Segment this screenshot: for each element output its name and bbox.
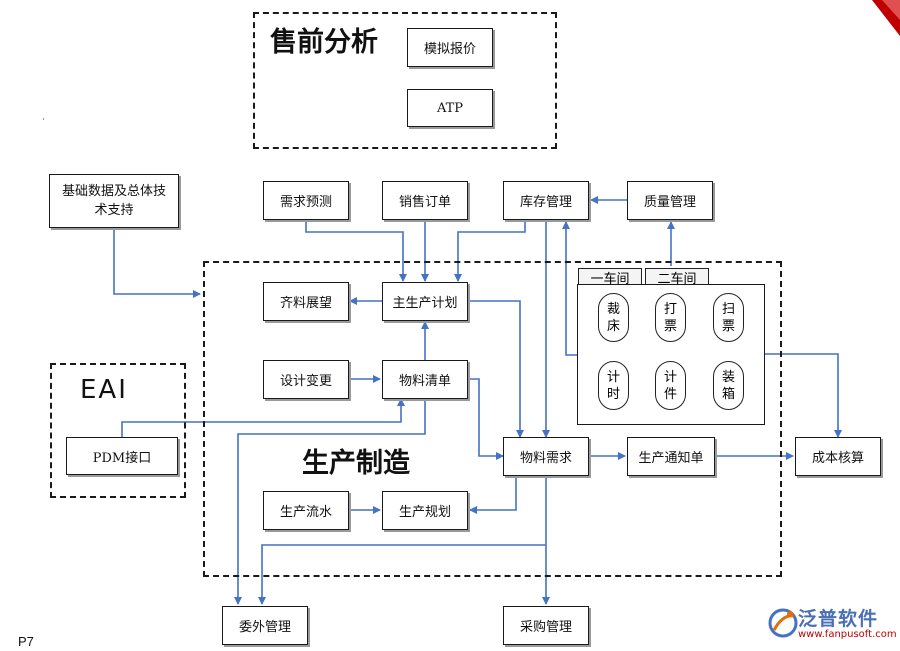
sales-order-box[interactable]: 销售订单: [382, 181, 468, 220]
tab-workshop-2[interactable]: 二车间: [645, 268, 709, 287]
outsourcing-box[interactable]: 委外管理: [222, 606, 308, 645]
mps-box[interactable]: 主生产计划: [382, 282, 468, 321]
production-region: [203, 261, 782, 577]
purchasing-box[interactable]: 采购管理: [503, 606, 589, 645]
station-packing[interactable]: 装箱: [713, 361, 744, 410]
pdm-interface-box[interactable]: PDM接口: [66, 437, 178, 475]
basic-data-box[interactable]: 基础数据及总体技术支持: [49, 174, 179, 228]
brand-logo-icon: [768, 608, 798, 638]
production-planning-box[interactable]: 生产规划: [382, 491, 468, 530]
station-piece-count[interactable]: 计件: [655, 361, 686, 410]
inventory-box[interactable]: 库存管理: [503, 181, 589, 220]
bom-box[interactable]: 物料清单: [382, 360, 468, 399]
brand-logo-url: www.fanpusoft.com: [798, 629, 897, 640]
material-requirement-box[interactable]: 物料需求: [503, 437, 589, 476]
quality-box[interactable]: 质量管理: [627, 181, 713, 220]
production-title: 生产制造: [302, 448, 410, 479]
station-ticket-print[interactable]: 打票: [655, 293, 686, 342]
corner-decoration: [872, 0, 900, 36]
tab-workshop-1[interactable]: 一车间: [578, 268, 642, 287]
design-change-box[interactable]: 设计变更: [263, 360, 349, 399]
presales-title: 售前分析: [270, 27, 378, 58]
eai-title: EAI: [80, 375, 128, 405]
station-time-count[interactable]: 计时: [598, 361, 629, 410]
production-notice-box[interactable]: 生产通知单: [627, 437, 715, 476]
brand-logo[interactable]: 泛普软件 www.fanpusoft.com: [768, 604, 897, 644]
brand-logo-text: 泛普软件: [798, 608, 879, 630]
demand-forecast-box[interactable]: 需求预测: [263, 181, 349, 220]
kit-outlook-box[interactable]: 齐料展望: [263, 282, 349, 321]
presales-region: [253, 12, 557, 149]
station-cutting[interactable]: 裁床: [598, 293, 629, 342]
eai-region: [50, 363, 186, 498]
page-number: P7: [18, 634, 34, 649]
station-ticket-scan[interactable]: 扫票: [713, 293, 744, 342]
atp-box[interactable]: ATP: [407, 89, 493, 127]
tick-mark: [43, 118, 44, 120]
cost-accounting-box[interactable]: 成本核算: [795, 437, 881, 476]
quote-simulation-box[interactable]: 模拟报价: [407, 28, 493, 67]
production-flow-box[interactable]: 生产流水: [263, 491, 349, 530]
